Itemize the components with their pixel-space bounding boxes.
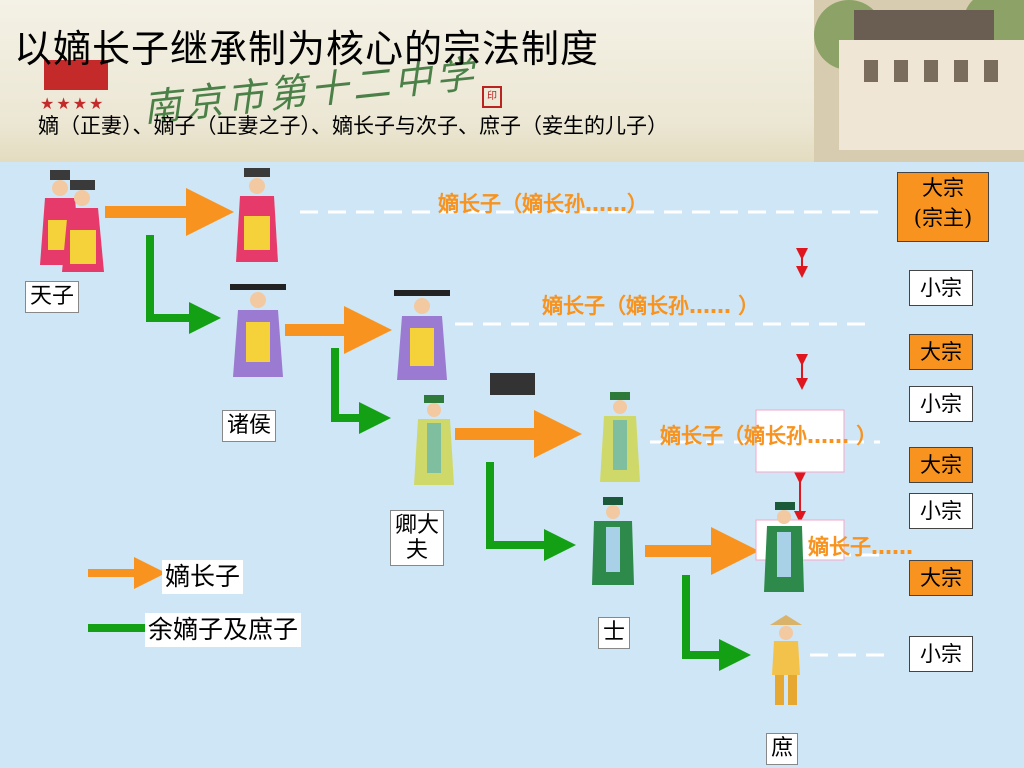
lineage-label-4: 嫡长子…… xyxy=(808,535,913,559)
feudal-lord-heir-figure xyxy=(394,290,450,380)
minister-heir-figure xyxy=(600,392,640,482)
label-shu: 庶 xyxy=(766,733,799,765)
school-seal: 印 xyxy=(482,86,502,108)
scholar-heir-figure xyxy=(764,502,804,592)
scholar-figure xyxy=(592,497,634,585)
label-shi: 士 xyxy=(598,617,631,649)
lineage-label-2: 嫡长子（嫡长孙…… ） xyxy=(542,294,760,318)
emperor-heir-figure xyxy=(236,168,278,262)
clan-box-major: 大宗 xyxy=(909,447,973,483)
legend-eldest-label: 嫡长子 xyxy=(162,560,244,594)
clan-relation-arrows xyxy=(794,248,808,523)
clan-box-minor: 小宗 xyxy=(909,493,973,529)
label-qing-dafu: 卿大夫 xyxy=(390,510,444,566)
school-logo-gate xyxy=(44,60,108,90)
clan-box-major: 大宗 xyxy=(909,560,973,596)
clan-box-minor: 小宗 xyxy=(909,270,973,306)
label-tianzi: 天子 xyxy=(25,281,80,313)
legend-others-label: 余嫡子及庶子 xyxy=(145,613,302,647)
lineage-label-1: 嫡长子（嫡长孙……） xyxy=(438,192,648,216)
lineage-label-3: 嫡长子（嫡长孙…… ） xyxy=(660,424,878,448)
dark-block xyxy=(490,373,535,395)
feudal-lord-figure xyxy=(230,284,286,377)
label-zhuhou: 诸侯 xyxy=(222,410,277,442)
header-banner: ★★★★ 南京市第十二中学 印 以嫡长子继承制为核心的宗法制度 嫡（正妻）、嫡子… xyxy=(0,0,1024,162)
emperor-figure xyxy=(40,170,104,272)
school-logo-stars: ★★★★ xyxy=(40,94,106,113)
clan-box-major: 大宗 xyxy=(909,334,973,370)
clan-box-minor: 小宗 xyxy=(909,386,973,422)
page-title: 以嫡长子继承制为核心的宗法制度 xyxy=(14,27,600,71)
commoner-figure xyxy=(770,615,802,705)
eldest-son-arrows xyxy=(105,188,759,575)
clan-box-minor: 小宗 xyxy=(909,636,973,672)
placeholder-box xyxy=(755,409,845,473)
school-building-photo xyxy=(814,0,1024,162)
other-sons-arrows xyxy=(146,235,751,671)
clan-box-major-head: 大宗 (宗主) xyxy=(897,172,989,242)
page-subtitle: 嫡（正妻）、嫡子（正妻之子）、嫡长子与次子、庶子（妾生的儿子） xyxy=(38,114,668,138)
minister-figure xyxy=(414,395,454,485)
